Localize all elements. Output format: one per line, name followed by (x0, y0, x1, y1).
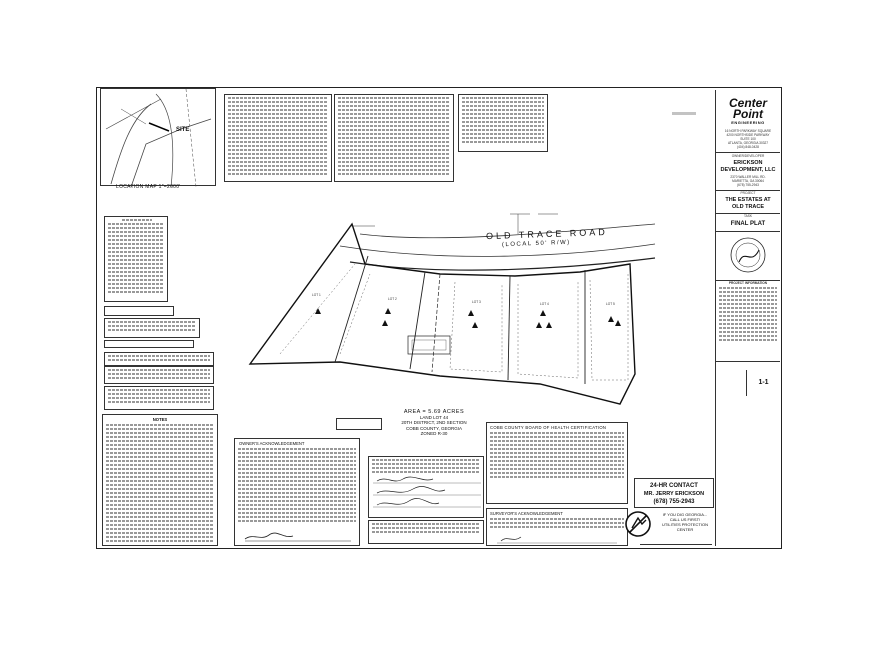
owner-signature (244, 532, 351, 542)
logo-line-1: Center (728, 96, 767, 110)
project-label: PROJECT (740, 191, 756, 195)
left-notes-4 (104, 352, 214, 366)
owner-name: ERICKSON DEVELOPMENT, LLC (716, 160, 780, 173)
lot-label-2: LOT 2 (388, 297, 397, 301)
location-map: SITE (100, 88, 216, 188)
approval-box (368, 520, 484, 544)
general-notes-box-2 (334, 94, 454, 182)
board-of-health-box: COBB COUNTY BOARD OF HEALTH CERTIFICATIO… (486, 422, 628, 504)
sheet-revisions (716, 370, 747, 396)
left-notes-2 (104, 318, 200, 338)
project-info-label: PROJECT INFORMATION (728, 281, 768, 285)
area-line-1: AREA = 5.69 ACRES (403, 409, 465, 415)
engineer-seal-icon (729, 236, 767, 274)
notes-box: NOTES (102, 414, 218, 546)
surveyors-acknowledgement-box: SURVEYOR'S ACKNOWLEDGEMENT (486, 508, 628, 546)
title-block: Center Point ENGINEERING 16 NORTH PARKWA… (715, 90, 780, 546)
address-4: ATLANTA, GEORGIA 30327 (727, 141, 769, 145)
lot-label-4: LOT 4 (540, 302, 549, 306)
owner-label: OWNER/DEVELOPER (731, 154, 765, 158)
company-phone: (404) 848-0428 (737, 145, 759, 149)
legend-box (104, 216, 168, 302)
owner-name-1: ERICKSON (733, 160, 763, 166)
task-name: FINAL PLAT (730, 221, 766, 227)
lot-label-1: LOT 1 (312, 293, 321, 297)
logo-line-2: Point (733, 107, 763, 121)
contact-line-1: 24-HR CONTACT (650, 483, 698, 489)
bottom-signature-line (640, 540, 712, 545)
plat-drawing (248, 213, 656, 405)
area-line-5: ZONED R-30 (420, 430, 448, 436)
owner-address: 2370 WALLER MILL RD. MARIETTA, GA 30064 … (716, 175, 780, 187)
surveyor-ack-title: SURVEYOR'S ACKNOWLEDGEMENT (490, 511, 563, 516)
address-3: SUITE 100 (740, 137, 756, 141)
address-1: 16 NORTH PARKWAY SQUARE (724, 129, 772, 133)
sheet-number: 1-1 (758, 379, 769, 386)
area-line-3: 20TH DISTRICT, 2ND SECTION (401, 420, 467, 426)
project-name-1: THE ESTATES AT (725, 197, 771, 203)
owner-addr-2: MARIETTA, GA 30064 (732, 179, 764, 183)
cert-signatures (373, 476, 481, 508)
board-of-health-title: COBB COUNTY BOARD OF HEALTH CERTIFICATIO… (490, 425, 607, 430)
owners-acknowledgement-box: OWNER'S ACKNOWLEDGEMENT (234, 438, 360, 546)
area-line-2: LAND LOT 44 (419, 415, 449, 421)
top-right-annotation (672, 112, 696, 115)
lot-label-3: LOT 3 (472, 300, 481, 304)
area-block: AREA = 5.69 ACRES LAND LOT 44 20TH DISTR… (388, 409, 480, 436)
sheet-number-row: 1-1 (716, 370, 780, 396)
left-notes-1 (104, 306, 174, 316)
utilities-line-1: IF YOU DIG GEORGIA... (662, 512, 708, 517)
site-label: SITE (176, 127, 190, 133)
notes-title: NOTES (152, 417, 168, 422)
lot-label-5: LOT 5 (606, 302, 615, 306)
owners-ack-title: OWNER'S ACKNOWLEDGEMENT (239, 441, 305, 446)
location-map-drawing (105, 88, 212, 188)
owner-phone: (678) 755-2943 (737, 183, 759, 187)
utilities-line-3: UTILITIES PROTECTION CENTER (661, 522, 708, 532)
owner-addr-1: 2370 WALLER MILL RD. (730, 175, 766, 179)
contact-box: 24-HR CONTACT MR. JERRY ERICKSON (678) 7… (634, 478, 714, 508)
certification-box (368, 456, 484, 518)
left-notes-3 (104, 340, 194, 348)
general-notes-box-1 (224, 94, 332, 182)
address-2: 4200 NORTHSIDE PARKWAY (726, 133, 770, 137)
project-name-2: OLD TRACE (731, 203, 765, 210)
utilities-line-2: CALL US FIRST! (669, 517, 701, 522)
utilities-block: IF YOU DIG GEORGIA... CALL US FIRST! UTI… (654, 512, 716, 532)
left-notes-5 (104, 366, 214, 384)
left-notes-6 (104, 386, 214, 410)
no-dig-icon (624, 510, 652, 538)
owner-name-2: DEVELOPMENT, LLC (720, 166, 776, 173)
contact-line-3: (678) 755-2943 (653, 499, 695, 505)
project-name: THE ESTATES AT OLD TRACE (716, 197, 780, 210)
general-notes-box-3 (458, 94, 548, 152)
logo-sub: ENGINEERING (731, 120, 765, 125)
area-line-4: COBB COUNTY, GEORGIA (406, 425, 462, 431)
company-logo: Center Point ENGINEERING (716, 96, 780, 125)
contact-line-2: MR. JERRY ERICKSON (643, 491, 705, 497)
task-label: TASK (743, 214, 753, 218)
location-map-caption: LOCATION MAP 1"=2000' (116, 184, 181, 190)
company-address: 16 NORTH PARKWAY SQUARE 4200 NORTHSIDE P… (716, 129, 780, 149)
surveyor-signature (497, 536, 617, 544)
reference-plat-box (336, 418, 382, 430)
